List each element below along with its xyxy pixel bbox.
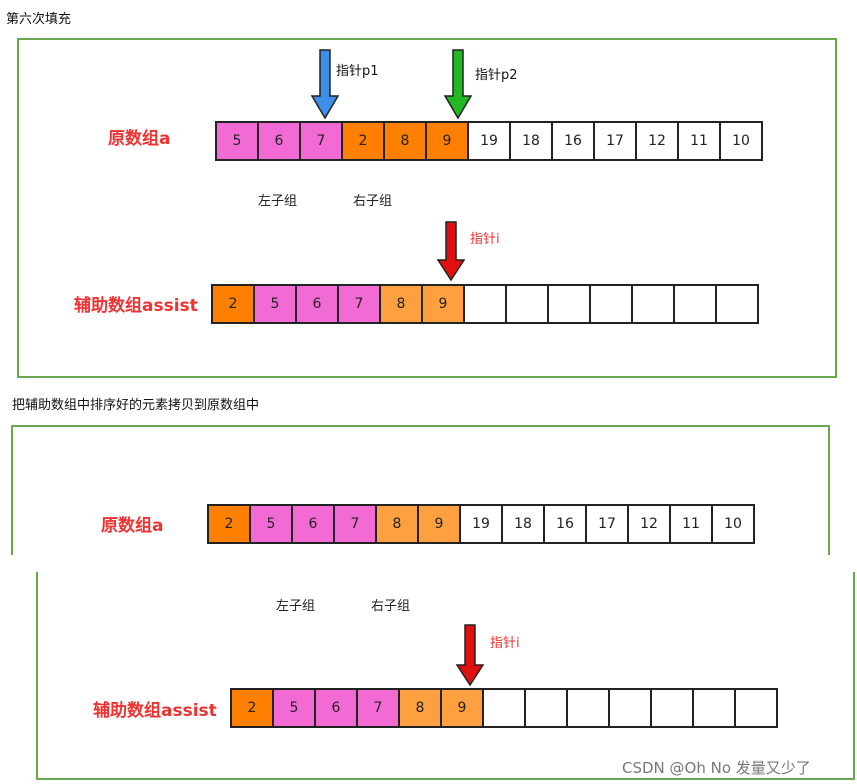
bottom-right-group-label: 右子组	[371, 599, 411, 614]
top-frame	[17, 38, 837, 378]
bottom-array_a-cell: 16	[543, 504, 587, 544]
bottom-array_assist-cell: 8	[398, 688, 442, 728]
top-array_a-cell: 17	[593, 121, 637, 161]
top-array-assist-label: 辅助数组assist	[74, 296, 198, 316]
top-array_assist-cell	[715, 284, 759, 324]
bottom-array_a-cell: 6	[291, 504, 335, 544]
top-array_a-cell: 18	[509, 121, 553, 161]
bottom-array_assist-cell: 7	[356, 688, 400, 728]
top-array_assist-cell: 8	[379, 284, 423, 324]
top-array-a-label: 原数组a	[108, 129, 171, 149]
bottom-frame-lower	[36, 572, 855, 780]
bottom-array_assist-cell: 6	[314, 688, 358, 728]
top-left-group-label: 左子组	[258, 194, 298, 209]
bottom-array_assist-cell: 9	[440, 688, 484, 728]
top-right-group-label: 右子组	[353, 194, 393, 209]
bottom-array_assist-cell	[692, 688, 736, 728]
bottom-array_assist-cell	[608, 688, 652, 728]
bottom-array_assist-cell	[566, 688, 610, 728]
bottom-array_a-cell: 10	[711, 504, 755, 544]
bottom-array_a-cell: 8	[375, 504, 419, 544]
footer-credit: CSDN @Oh No 发量又少了	[622, 759, 811, 777]
bottom-array_a-cell: 5	[249, 504, 293, 544]
bottom-array_assist-cell	[650, 688, 694, 728]
top-array_a-cell: 16	[551, 121, 595, 161]
top-caption: 第六次填充	[6, 12, 72, 27]
top-array_a-cell: 12	[635, 121, 679, 161]
pointer-p1-arrow-icon	[310, 49, 340, 120]
pointer-p1-label: 指针p1	[336, 64, 379, 79]
top-array_assist-cell: 9	[421, 284, 465, 324]
top-array_a-cell: 2	[341, 121, 385, 161]
bottom-array_a-cell: 2	[207, 504, 251, 544]
pointer-p2-label: 指针p2	[475, 68, 518, 83]
top-array_assist-cell	[505, 284, 549, 324]
pointer-p2-arrow-icon	[443, 49, 473, 120]
top-array_a-cell: 11	[677, 121, 721, 161]
bottom-array_a-cell: 9	[417, 504, 461, 544]
top-array_assist-cell: 7	[337, 284, 381, 324]
bottom-array_a-cell: 17	[585, 504, 629, 544]
bottom-array_assist-cell	[482, 688, 526, 728]
top-array_assist-cell: 2	[211, 284, 255, 324]
bottom-frame-upper	[11, 425, 830, 555]
top-array_a-cell: 8	[383, 121, 427, 161]
top-array_a-cell: 7	[299, 121, 343, 161]
top-array_assist-cell	[463, 284, 507, 324]
top-array_a-cell: 19	[467, 121, 511, 161]
top-array_a-cell: 10	[719, 121, 763, 161]
top-array_assist-cell: 5	[253, 284, 297, 324]
top-array_assist-cell	[631, 284, 675, 324]
bottom-pointer-i-arrow-icon	[455, 624, 485, 687]
bottom-caption: 把辅助数组中排序好的元素拷贝到原数组中	[12, 398, 260, 413]
bottom-array_a-cell: 12	[627, 504, 671, 544]
top-array_assist-cell	[673, 284, 717, 324]
bottom-array_assist-cell: 2	[230, 688, 274, 728]
top-array_assist-cell: 6	[295, 284, 339, 324]
bottom-array_assist-cell	[524, 688, 568, 728]
bottom-array_a-cell: 7	[333, 504, 377, 544]
bottom-left-group-label: 左子组	[276, 599, 316, 614]
bottom-array_a-cell: 19	[459, 504, 503, 544]
bottom-array_assist-cell	[734, 688, 778, 728]
top-array_assist-cell	[547, 284, 591, 324]
bottom-pointer-i-label: 指针i	[490, 636, 520, 651]
bottom-array_a-cell: 11	[669, 504, 713, 544]
bottom-array-assist-label: 辅助数组assist	[93, 701, 217, 721]
bottom-array_a-cell: 18	[501, 504, 545, 544]
bottom-array-a-label: 原数组a	[101, 516, 164, 536]
top-array_a-cell: 9	[425, 121, 469, 161]
top-array_a-cell: 6	[257, 121, 301, 161]
top-pointer-i-label: 指针i	[470, 232, 500, 247]
top-array_a-cell: 5	[215, 121, 259, 161]
top-pointer-i-arrow-icon	[436, 221, 466, 282]
top-array_assist-cell	[589, 284, 633, 324]
bottom-array_assist-cell: 5	[272, 688, 316, 728]
